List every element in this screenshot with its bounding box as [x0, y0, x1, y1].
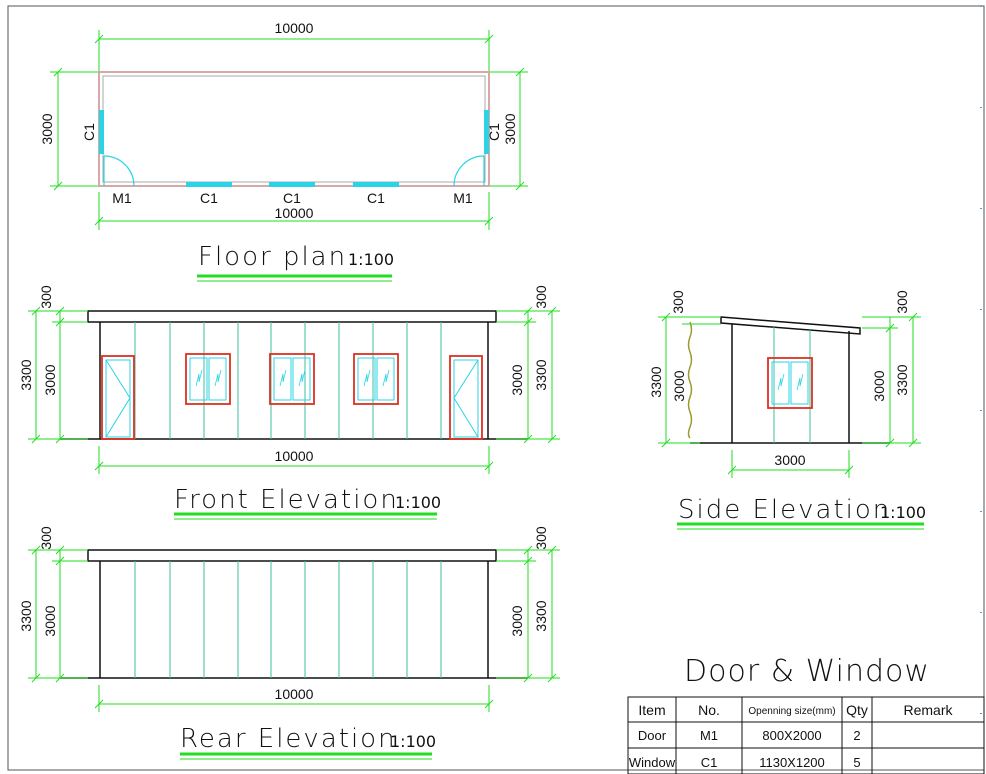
floor-plan-door-left — [103, 155, 135, 187]
side-dim-roof-right: 300 — [894, 290, 910, 314]
front-window-3 — [353, 353, 399, 405]
floor-plan-label-c1-b3: C1 — [367, 190, 385, 206]
side-dim-total-left: 3300 — [648, 366, 664, 397]
front-elevation-scale: 1:100 — [395, 493, 441, 512]
side-roof — [720, 316, 861, 335]
schedule-row2-qty: 5 — [853, 755, 860, 770]
floor-plan-dim-right-label: 3000 — [502, 113, 518, 144]
side-panel-lines — [773, 327, 811, 443]
schedule-row1-qty: 2 — [853, 728, 860, 743]
floor-plan-dim-top — [94, 30, 494, 72]
schedule-title: Door & Window — [684, 654, 930, 689]
sheet-border — [7, 5, 985, 771]
side-dim-width-label: 3000 — [774, 452, 805, 468]
schedule-row2-item: Window — [629, 755, 676, 770]
front-panel-lines — [134, 322, 442, 439]
rear-dim-wall-left: 3000 — [42, 605, 58, 636]
schedule-header-qty: Qty — [846, 702, 868, 718]
floor-plan-dim-bottom — [94, 192, 494, 230]
floor-plan-dim-left — [50, 67, 99, 191]
door-window-schedule: Door & Window Item No. Openning size(mm)… — [627, 654, 985, 774]
front-dim-total-right: 3300 — [533, 359, 549, 390]
floor-plan-dim-left-label: 3000 — [39, 113, 55, 144]
schedule-header-no: No. — [698, 702, 720, 718]
side-dim-roof-left: 300 — [670, 290, 686, 314]
floor-plan-dim-top-label: 10000 — [275, 20, 314, 36]
rear-dims-left — [28, 545, 88, 683]
floor-plan-window-left — [99, 110, 104, 154]
side-dim-wall-right: 3000 — [871, 370, 887, 401]
floor-plan-label-m1-right: M1 — [453, 190, 473, 206]
schedule-row1-size: 800X2000 — [762, 728, 821, 743]
front-dim-roof-left: 300 — [38, 285, 54, 309]
schedule-row2-no: C1 — [701, 755, 718, 770]
floor-plan-label-c1-left: C1 — [81, 123, 97, 141]
rear-panel-lines — [134, 561, 442, 678]
front-dim-wall-left: 3000 — [42, 364, 58, 395]
rear-elevation: 3300 3000 300 3000 3300 300 10000 Rear E… — [18, 526, 560, 760]
schedule-header-size: Openning size(mm) — [748, 706, 835, 717]
rear-elevation-title: Rear Elevation — [180, 724, 397, 754]
schedule-row1-no: M1 — [700, 728, 718, 743]
rear-elevation-scale: 1:100 — [390, 732, 436, 751]
front-window-1 — [185, 353, 231, 405]
floor-plan-label-c1-b2: C1 — [283, 190, 301, 206]
floor-plan-label-c1-right: C1 — [486, 123, 502, 141]
floor-plan-inner — [102, 75, 486, 183]
front-dim-total-left: 3300 — [18, 359, 34, 390]
schedule-row2-size: 1130X1200 — [759, 755, 825, 770]
schedule-row1-item: Door — [638, 728, 667, 743]
floor-plan-dim-bottom-label: 10000 — [275, 205, 314, 221]
front-window-2 — [269, 353, 315, 405]
rear-dim-total-right: 3300 — [533, 600, 549, 631]
floor-plan-label-c1-b1: C1 — [200, 190, 218, 206]
floor-plan-dim-right — [489, 67, 528, 191]
side-elevation-scale: 1:100 — [880, 503, 926, 522]
floor-plan-title: Floor plan — [198, 242, 347, 272]
side-dims-left — [658, 312, 721, 448]
side-break-line — [687, 321, 693, 439]
side-elevation: 3300 3000 300 3000 3300 300 3000 Side El… — [648, 290, 926, 530]
front-dim-roof-right: 300 — [533, 285, 549, 309]
side-dim-width — [727, 450, 854, 478]
schedule-grid — [627, 696, 985, 774]
front-dim-wall-right: 3000 — [509, 364, 525, 395]
schedule-header-remark: Remark — [903, 702, 953, 718]
side-elevation-title: Side Elevation — [678, 495, 891, 525]
rear-dim-width — [94, 685, 494, 712]
front-dims-left — [28, 306, 88, 444]
floor-plan-window-b3 — [353, 182, 399, 187]
front-dim-width-label: 10000 — [275, 448, 314, 464]
rear-dim-wall-right: 3000 — [509, 605, 525, 636]
floor-plan-window-b1 — [186, 182, 232, 187]
rear-roof — [87, 549, 497, 562]
front-roof — [87, 310, 497, 323]
floor-plan-outline — [98, 71, 490, 187]
floor-plan-window-b2 — [269, 182, 315, 187]
side-window — [767, 357, 813, 409]
side-dim-wall-left: 3000 — [671, 370, 687, 401]
side-dims-right — [862, 312, 921, 448]
front-dim-width — [94, 446, 494, 474]
floor-plan-window-right — [484, 110, 489, 154]
rear-dim-roof-left: 300 — [38, 526, 54, 550]
rear-dim-roof-right: 300 — [533, 526, 549, 550]
rear-dim-width-label: 10000 — [275, 686, 314, 702]
schedule-header-item: Item — [638, 702, 665, 718]
side-dim-total-right: 3300 — [894, 364, 910, 395]
front-door-left — [101, 355, 135, 440]
rear-dims-right — [496, 545, 560, 683]
front-elevation-title: Front Elevation — [174, 485, 399, 515]
rear-dim-total-left: 3300 — [18, 600, 34, 631]
front-door-right — [449, 355, 483, 440]
front-elevation: 3300 3000 300 3000 3300 300 10000 — [18, 285, 560, 520]
floor-plan-door-right — [453, 155, 485, 187]
floor-plan: 10000 3000 3000 — [39, 20, 528, 282]
front-dims-right — [496, 306, 560, 444]
floor-plan-scale: 1:100 — [348, 250, 394, 269]
floor-plan-label-m1-left: M1 — [112, 190, 132, 206]
